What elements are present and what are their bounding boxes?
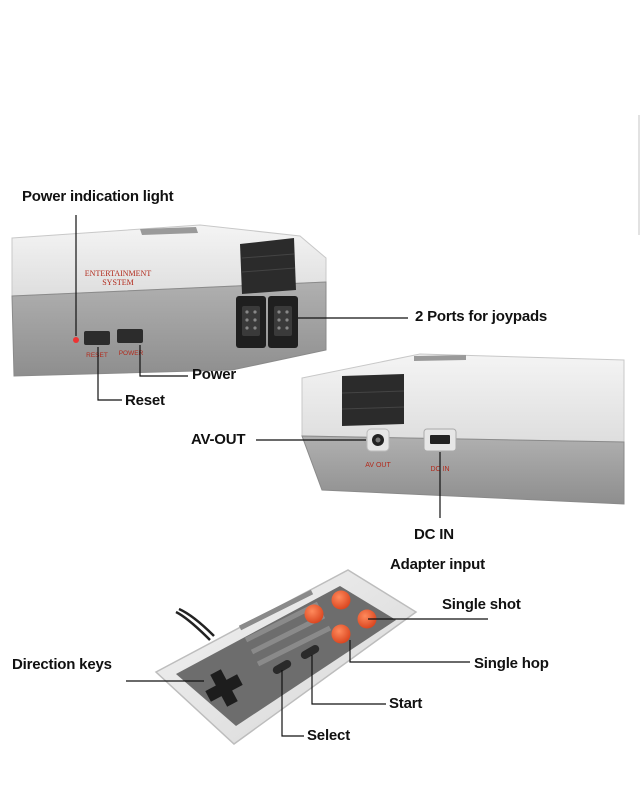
- label-joypad-ports: 2 Ports for joypads: [415, 308, 548, 325]
- power-led-icon: [73, 337, 79, 343]
- power-button[interactable]: [117, 329, 143, 343]
- top-left-red-button[interactable]: [304, 604, 324, 624]
- console-back-base: [301, 435, 625, 505]
- single-shot-button[interactable]: [357, 609, 377, 629]
- console-badge-line2: SYSTEM: [102, 278, 134, 287]
- reset-button-text: RESET: [86, 352, 108, 359]
- label-single-shot: Single shot: [442, 596, 521, 613]
- leader-lines-controller: [126, 618, 488, 737]
- reset-button[interactable]: [84, 331, 110, 345]
- controller: [154, 569, 418, 745]
- joypad-port-2: [268, 296, 298, 348]
- start-button[interactable]: [299, 644, 320, 661]
- leader-lines-console-front: [75, 215, 408, 401]
- console-front-vent: [140, 227, 198, 235]
- console-front-black-cover: [240, 238, 296, 294]
- label-adapter-input: Adapter input: [390, 556, 485, 573]
- select-button[interactable]: [271, 659, 292, 676]
- av-port-text: AV OUT: [365, 462, 391, 469]
- label-direction-keys: Direction keys: [12, 656, 112, 673]
- console-back: AV OUT DC IN: [301, 353, 625, 505]
- label-select: Select: [307, 727, 350, 744]
- leader-lines-console-back: [256, 439, 441, 518]
- console-front: ENTERTAINMENT SYSTEM RESET POWER: [11, 224, 327, 377]
- console-back-black-cover: [342, 374, 404, 426]
- dc-in-port: [423, 428, 457, 452]
- direction-pad-icon[interactable]: [200, 664, 249, 713]
- label-power: Power: [192, 366, 237, 383]
- label-av-out: AV-OUT: [191, 431, 246, 448]
- joypad-port-1: [236, 296, 266, 348]
- power-button-text: POWER: [119, 350, 144, 357]
- label-power-indication-light: Power indication light: [22, 188, 174, 205]
- label-single-hop: Single hop: [474, 655, 549, 672]
- label-start: Start: [389, 695, 423, 712]
- label-dc-in: DC IN: [414, 526, 454, 543]
- console-back-vent: [414, 355, 466, 361]
- av-out-jack: [366, 428, 390, 452]
- label-reset: Reset: [125, 392, 165, 409]
- controller-cable: [175, 607, 215, 641]
- single-hop-button[interactable]: [331, 624, 351, 644]
- top-right-red-button[interactable]: [331, 590, 351, 610]
- console-badge-line1: ENTERTAINMENT: [85, 269, 152, 278]
- right-edge-line: [638, 115, 640, 235]
